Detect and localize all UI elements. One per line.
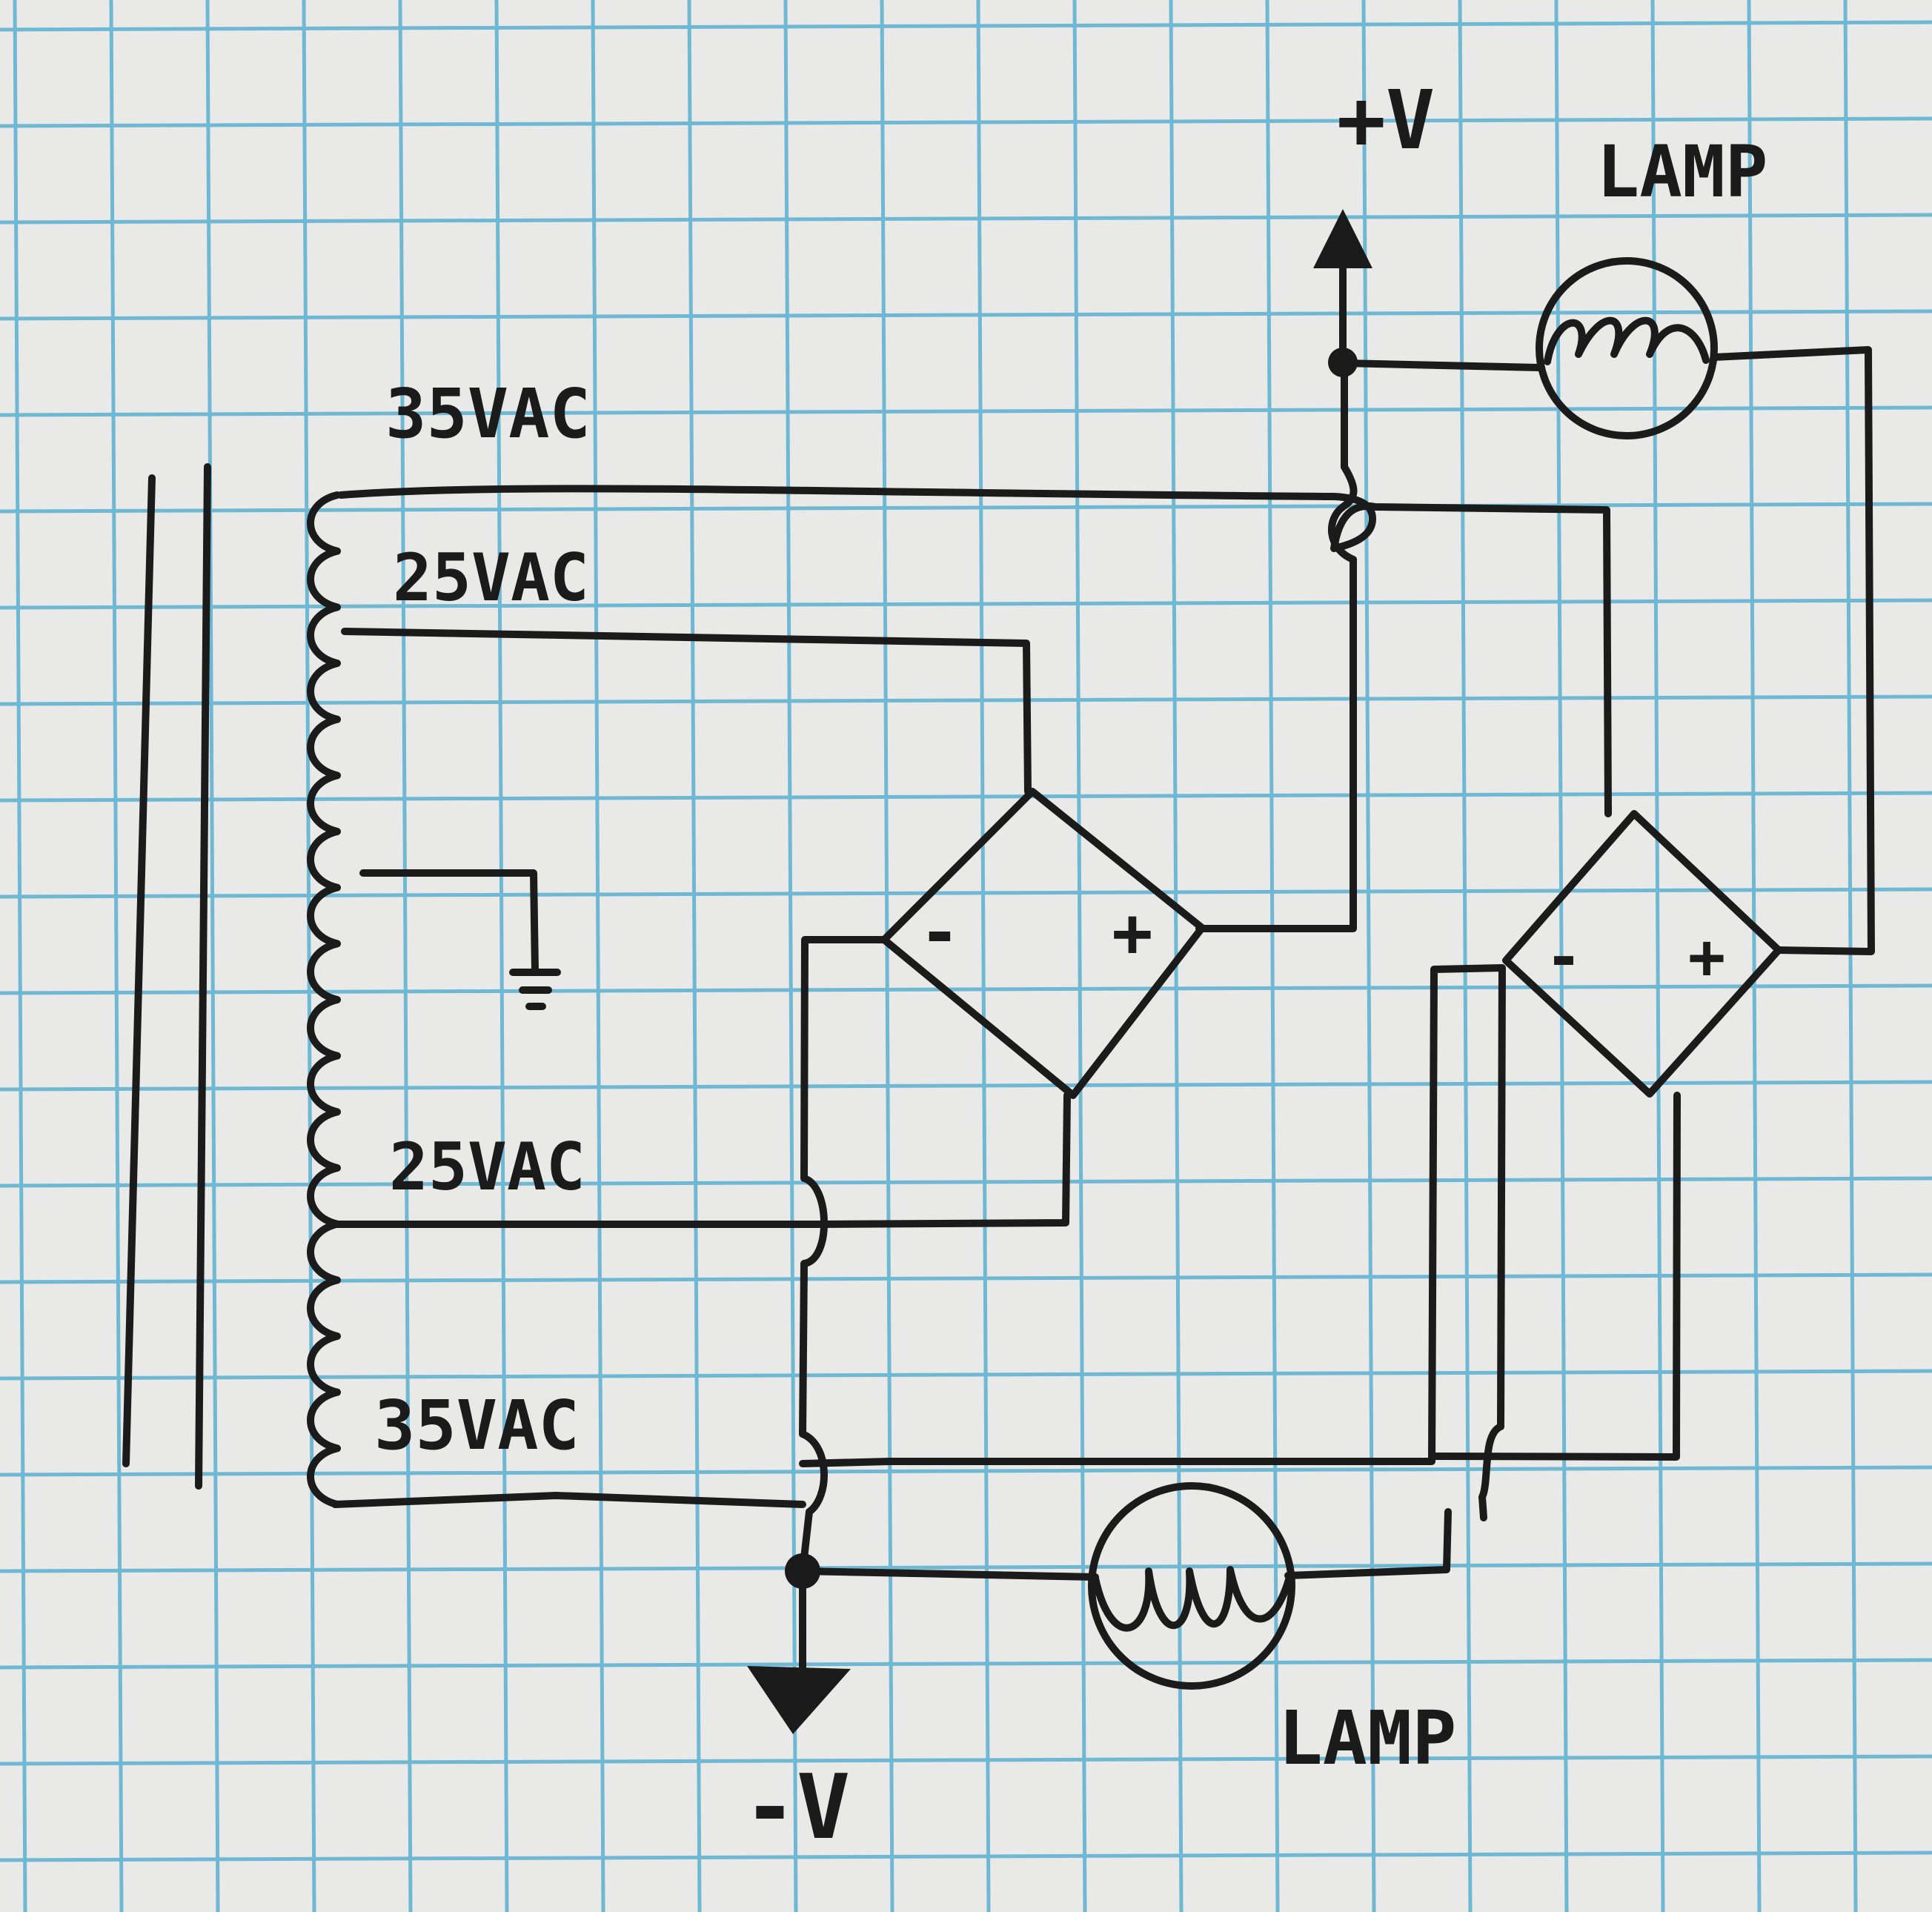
wire-left-bridge-plus [1195, 556, 1357, 932]
bridge-right-plus-label: + [1688, 920, 1726, 993]
lamp-filament-icon [1544, 316, 1710, 365]
wire-positive-rail-hop [1327, 353, 1358, 563]
grid-line [1265, 0, 1280, 1912]
grid-line [880, 0, 894, 1912]
grid-line [0, 20, 1932, 32]
bridge-right-minus-label: - [1545, 920, 1583, 993]
wire-right-bridge-bottom [1431, 1092, 1681, 1461]
wire-lamp-bottom-left [799, 1567, 1099, 1581]
wire-25vac-bottom [333, 1092, 1071, 1228]
grid-line [976, 0, 991, 1912]
transformer-core-lines [122, 463, 211, 1490]
grid-line [1650, 0, 1665, 1912]
tap-top-outer-label: 35VAC [385, 374, 591, 454]
wire-negative-rail-hop [799, 1430, 828, 1575]
positive-supply-label: +V [1337, 73, 1435, 167]
grid-line [783, 0, 798, 1912]
grid-line [0, 1658, 1932, 1670]
lamp-top-label: LAMP [1596, 130, 1767, 213]
grid-line [1554, 0, 1569, 1912]
lamp-top-bulb [1536, 257, 1718, 439]
bridge-left-minus-label: - [919, 893, 960, 972]
grid-line [0, 1369, 1932, 1381]
grid-line [0, 502, 1932, 514]
grid-line [1458, 0, 1473, 1912]
grid-line [0, 1176, 1932, 1188]
grid-line [494, 0, 509, 1912]
ground-symbol [359, 869, 561, 1010]
wire-lamp-bottom-right [1284, 1508, 1452, 1579]
junction-dot-top [1328, 348, 1358, 377]
wire-25vac-top [341, 628, 1032, 795]
grid-line [0, 116, 1932, 128]
arrow-up-icon [1313, 209, 1372, 268]
transformer [122, 463, 341, 1508]
grid-line [591, 0, 605, 1912]
arrow-down-icon [747, 1666, 851, 1734]
negative-supply-label: -V [743, 1756, 851, 1859]
grid-line [1843, 0, 1858, 1912]
grid-line [0, 1465, 1932, 1477]
grid-line [1361, 0, 1376, 1912]
wire-bottom-crossover [799, 964, 1506, 1521]
wires [331, 346, 1875, 1581]
wire-35vac-bottom [331, 1492, 806, 1508]
negative-rail-terminal [747, 1553, 851, 1734]
grid-line [0, 1080, 1932, 1092]
bridge-rectifier-left: - + [880, 788, 1206, 1099]
tap-bottom-inner-label: 25VAC [389, 1129, 585, 1205]
wire-lamp-top-right [1710, 346, 1875, 955]
grid-line [0, 405, 1932, 417]
grid-line [0, 309, 1932, 321]
grid-line [1072, 0, 1087, 1912]
wire-lamp-top-left [1341, 359, 1542, 371]
grid-line [0, 1561, 1932, 1573]
bridge-rectifier-right: - + [1502, 810, 1782, 1098]
bridge-left-plus-label: + [1112, 893, 1152, 972]
tap-bottom-outer-label: 35VAC [374, 1386, 580, 1465]
positive-rail-terminal [1313, 209, 1372, 377]
tap-top-inner-label: 25VAC [393, 540, 589, 616]
grid-line [0, 1754, 1932, 1766]
grid-line [0, 213, 1932, 225]
lamp-bottom [1088, 1482, 1295, 1690]
transformer-winding [307, 491, 341, 1508]
lamp-top [1536, 257, 1718, 439]
grid-line [0, 1272, 1932, 1284]
wire-left-bridge-minus [799, 936, 889, 1438]
grid-line [0, 1850, 1932, 1862]
grid-line [687, 0, 702, 1912]
lamp-filament-icon [1092, 1566, 1293, 1632]
grid-line [1747, 0, 1762, 1912]
lamp-bottom-bulb [1088, 1482, 1295, 1690]
lamp-bottom-label: LAMP [1278, 1695, 1457, 1782]
